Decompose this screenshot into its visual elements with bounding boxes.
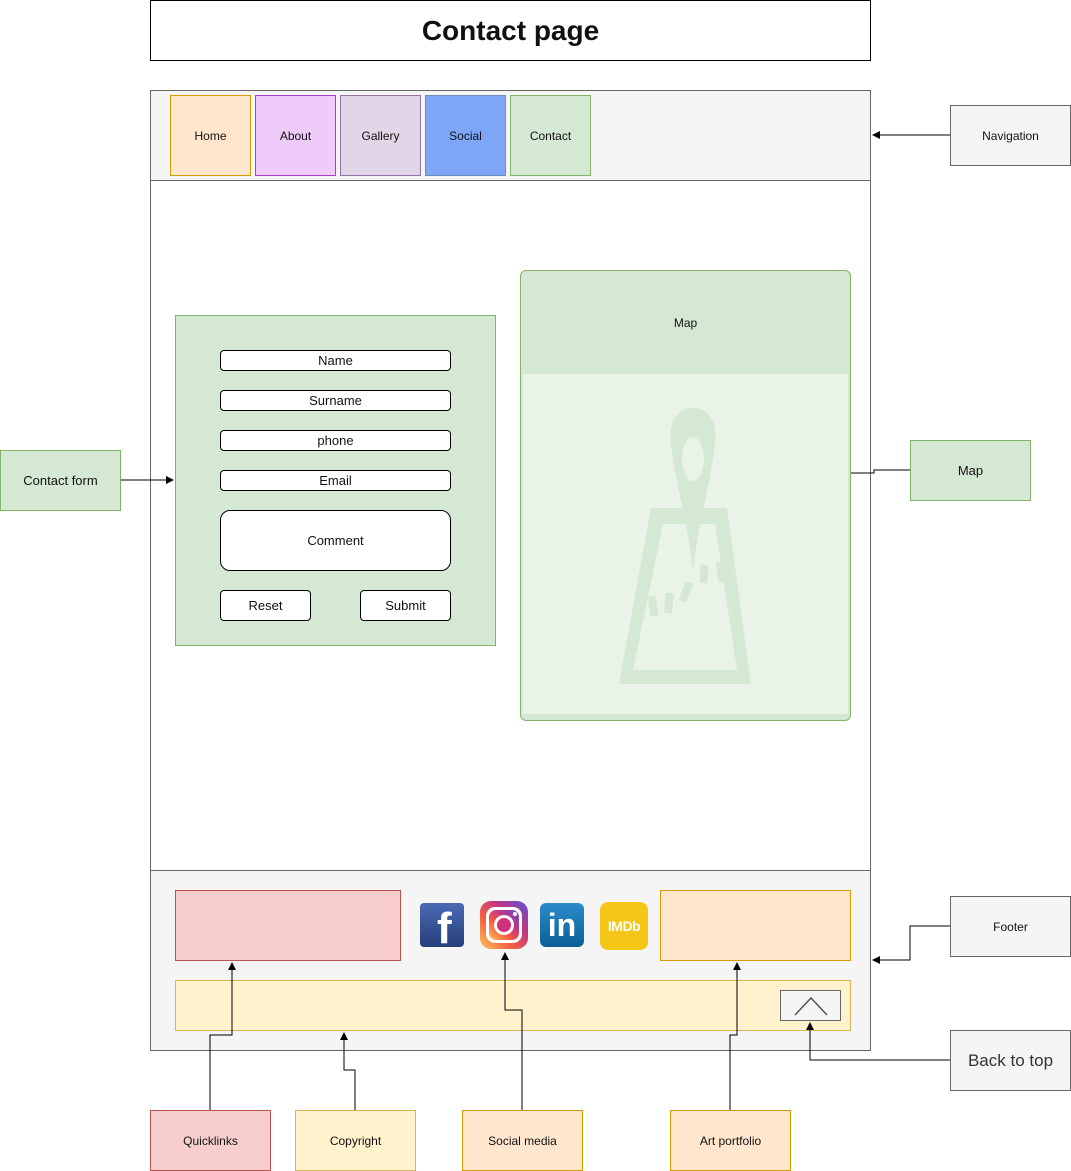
page-title: Contact page: [421, 14, 600, 46]
art-portfolio-area: [660, 890, 851, 961]
nav-item-social[interactable]: Social: [425, 95, 506, 176]
map-area: [523, 374, 848, 714]
copyright-annotation: Copyright: [295, 1110, 416, 1171]
contact-form-annotation: Contact form: [0, 450, 121, 511]
footer-connector: [872, 925, 950, 964]
chevron-up-icon: [794, 996, 828, 1016]
facebook-icon[interactable]: f: [420, 903, 464, 947]
map-header: Map: [673, 315, 698, 330]
nav-item-home[interactable]: Home: [170, 95, 251, 176]
back-to-top-button[interactable]: [780, 990, 841, 1021]
phone-field[interactable]: phone: [220, 430, 451, 451]
navigation-annotation: Navigation: [950, 105, 1071, 166]
submit-button[interactable]: Submit: [360, 590, 451, 621]
reset-button[interactable]: Reset: [220, 590, 311, 621]
art-portfolio-annotation: Art portfolio: [670, 1110, 791, 1171]
nav-item-about[interactable]: About: [255, 95, 336, 176]
social-media-annotation: Social media: [462, 1110, 583, 1171]
map-annotation: Map: [910, 440, 1031, 501]
imdb-icon[interactable]: IMDb: [600, 902, 648, 950]
quicklinks-annotation: Quicklinks: [150, 1110, 271, 1171]
copyright-bar: [175, 980, 851, 1031]
email-field[interactable]: Email: [220, 470, 451, 491]
footer-annotation: Footer: [950, 896, 1071, 957]
nav-item-contact[interactable]: Contact: [510, 95, 591, 176]
name-field[interactable]: Name: [220, 350, 451, 371]
quicklinks-area: [175, 890, 401, 961]
back-to-top-annotation: Back to top: [950, 1030, 1071, 1091]
comment-textarea[interactable]: Comment: [220, 510, 451, 571]
page-title-box: Contact page: [150, 0, 871, 61]
map-pin-icon: [619, 408, 751, 684]
instagram-icon[interactable]: [480, 901, 528, 949]
nav-item-gallery[interactable]: Gallery: [340, 95, 421, 176]
surname-field[interactable]: Surname: [220, 390, 451, 411]
linkedin-icon[interactable]: in: [540, 903, 584, 947]
map-panel: Map: [520, 270, 851, 721]
